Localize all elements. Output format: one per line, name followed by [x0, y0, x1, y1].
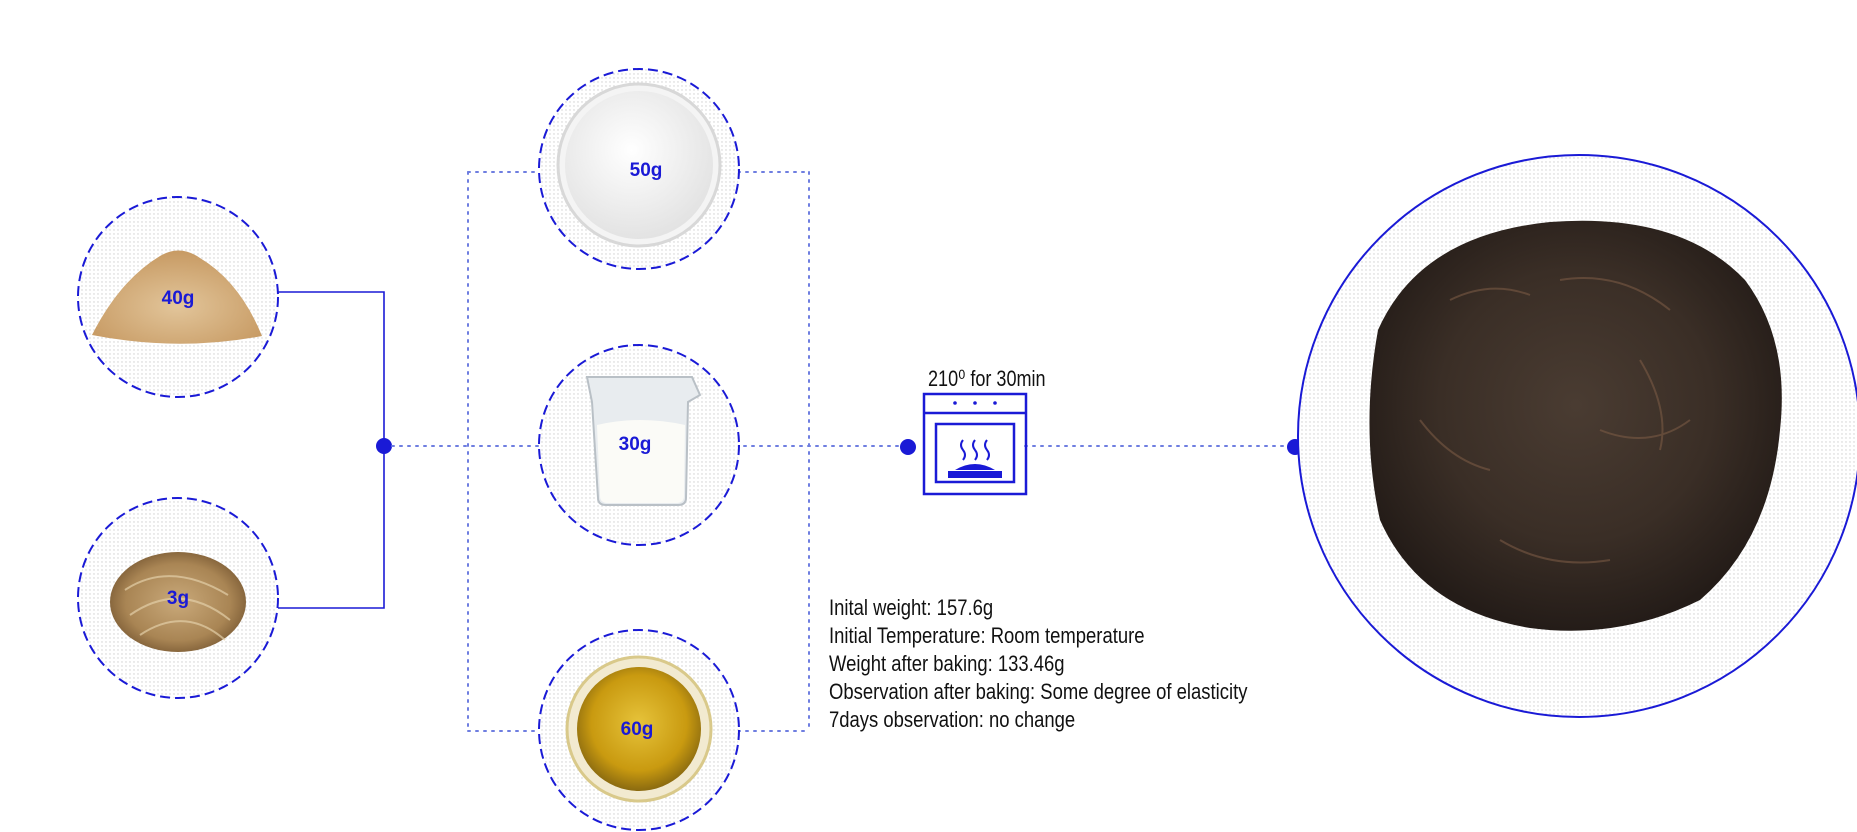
process-label: 210⁰ for 30min: [928, 366, 1046, 391]
oven-input-dot: [900, 439, 916, 455]
ingredient-sawdust: 40g: [77, 196, 279, 398]
note-seven-day-observation: 7days observation: no change: [829, 707, 1076, 732]
result-cake: [1297, 154, 1857, 718]
amount-label: 3g: [167, 588, 189, 609]
junction-dot: [376, 438, 392, 454]
amount-label: 60g: [621, 719, 654, 740]
left-connector: [278, 291, 392, 609]
amount-label: 50g: [630, 160, 663, 181]
experiment-notes: Inital weight: 157.6g Initial Temperatur…: [829, 594, 1247, 734]
amount-label: 40g: [162, 288, 195, 309]
ingredient-milk: 30g: [538, 344, 740, 546]
note-initial-temperature: Initial Temperature: Room temperature: [829, 623, 1145, 648]
amount-label: 30g: [619, 434, 652, 455]
note-weight-after-baking: Weight after baking: 133.46g: [829, 651, 1065, 676]
note-initial-weight: Inital weight: 157.6g: [829, 595, 994, 620]
note-observation-after-baking: Observation after baking: Some degree of…: [829, 679, 1248, 704]
ingredient-fiber: 3g: [77, 497, 279, 699]
oven-icon: [922, 392, 1028, 496]
ingredient-oil: 60g: [538, 629, 740, 831]
ingredient-powder: 50g: [538, 68, 740, 270]
